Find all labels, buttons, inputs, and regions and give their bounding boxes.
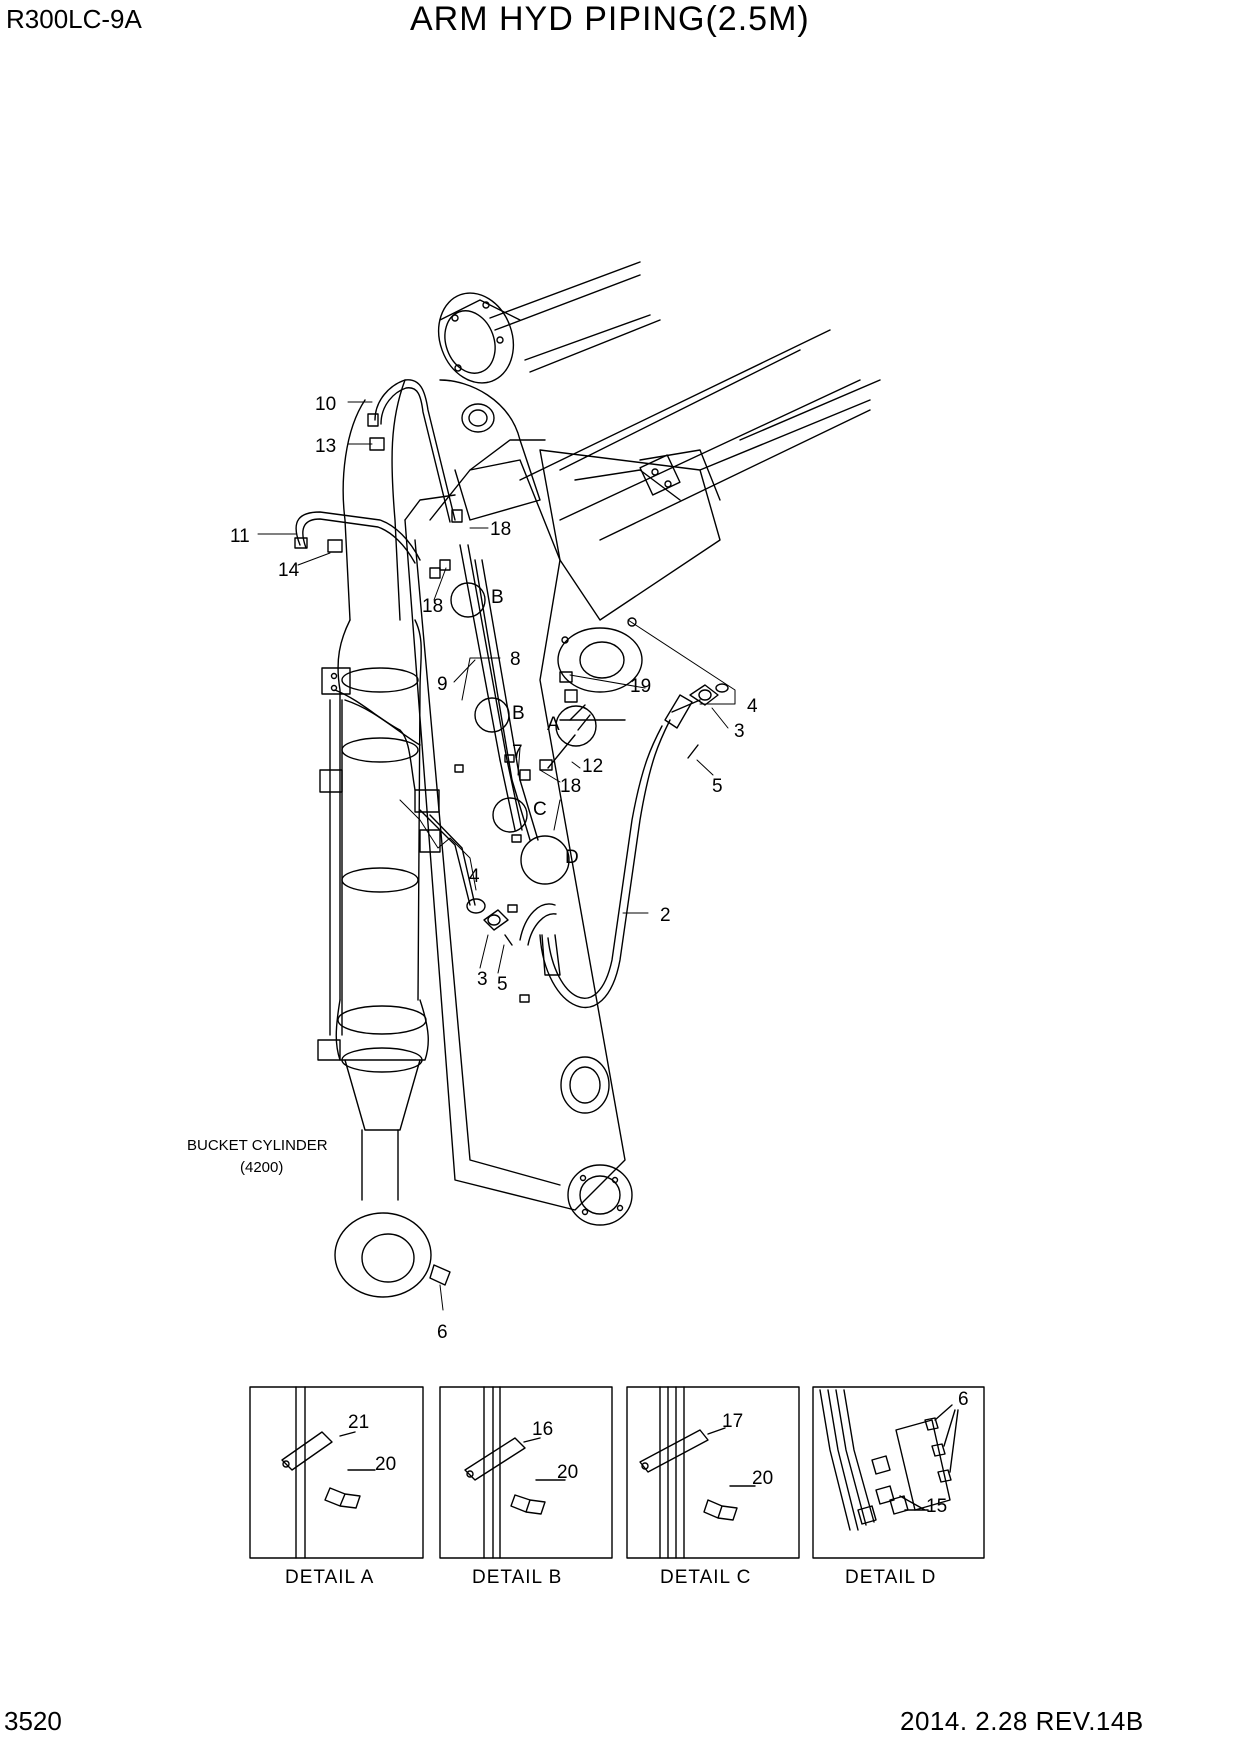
callout-a: A [547,714,560,735]
callout-c: C [533,799,547,820]
detail-c-part-1: 17 [722,1411,743,1432]
detail-a: 21 20 DETAIL A [249,1386,424,1588]
detail-d-part-1: 6 [958,1389,969,1410]
callout-d: D [565,847,579,868]
callout-19: 19 [630,676,651,697]
callout-5-right: 5 [712,776,723,797]
detail-a-caption: DETAIL A [285,1567,374,1588]
page-number: 3520 [4,1706,62,1736]
bucket-cylinder-label: BUCKET CYLINDER [187,1137,328,1154]
callout-5-left: 5 [497,974,508,995]
revision-date: 2014. 2.28 REV.14B [900,1706,1144,1736]
bucket-cylinder-ref: (4200) [240,1159,283,1176]
callout-4-left: 4 [469,866,480,887]
callout-2: 2 [660,905,671,926]
callout-8: 8 [510,649,521,670]
arm-structure [404,379,643,1226]
detail-a-part-1: 21 [348,1412,369,1433]
bucket-cylinder [317,379,476,1298]
callout-18-top: 18 [490,519,511,540]
callout-14: 14 [278,560,300,581]
arm-piping [294,379,729,1286]
callout-9: 9 [437,674,448,695]
detail-d: 6 15 DETAIL D [812,1386,985,1588]
detail-d-caption: DETAIL D [845,1567,936,1588]
callout-3-left: 3 [477,969,488,990]
model-code: R300LC-9A [6,4,142,34]
detail-c-caption: DETAIL C [660,1567,751,1588]
leader-lines [257,401,736,1311]
detail-d-part-2: 15 [926,1496,947,1517]
detail-b-part-2: 20 [557,1462,578,1483]
detail-c: 17 20 DETAIL C [626,1386,800,1588]
callout-6: 6 [437,1322,448,1343]
callout-4-right: 4 [747,696,758,717]
callout-7: 7 [512,742,523,763]
page-title: ARM HYD PIPING(2.5M) [410,0,810,38]
callout-b-lower: B [512,703,525,724]
detail-b: 16 20 DETAIL B [439,1386,613,1588]
detail-b-caption: DETAIL B [472,1567,562,1588]
boom-structure [519,329,881,621]
callout-13: 13 [315,436,336,457]
callout-3-right: 3 [734,721,745,742]
callout-10: 10 [315,394,336,415]
callout-12: 12 [582,756,603,777]
detail-c-part-2: 20 [752,1468,773,1489]
callout-18-left: 18 [422,596,443,617]
detail-b-part-1: 16 [532,1419,553,1440]
callout-11: 11 [230,526,250,547]
callout-b-upper: B [491,587,504,608]
detail-a-part-2: 20 [375,1454,396,1475]
callout-labels: 10 13 11 14 18 18 18 B B 8 9 19 4 3 A 7 … [187,394,758,1343]
callout-18-mid: 18 [560,776,581,797]
arm-cylinder [437,261,661,384]
